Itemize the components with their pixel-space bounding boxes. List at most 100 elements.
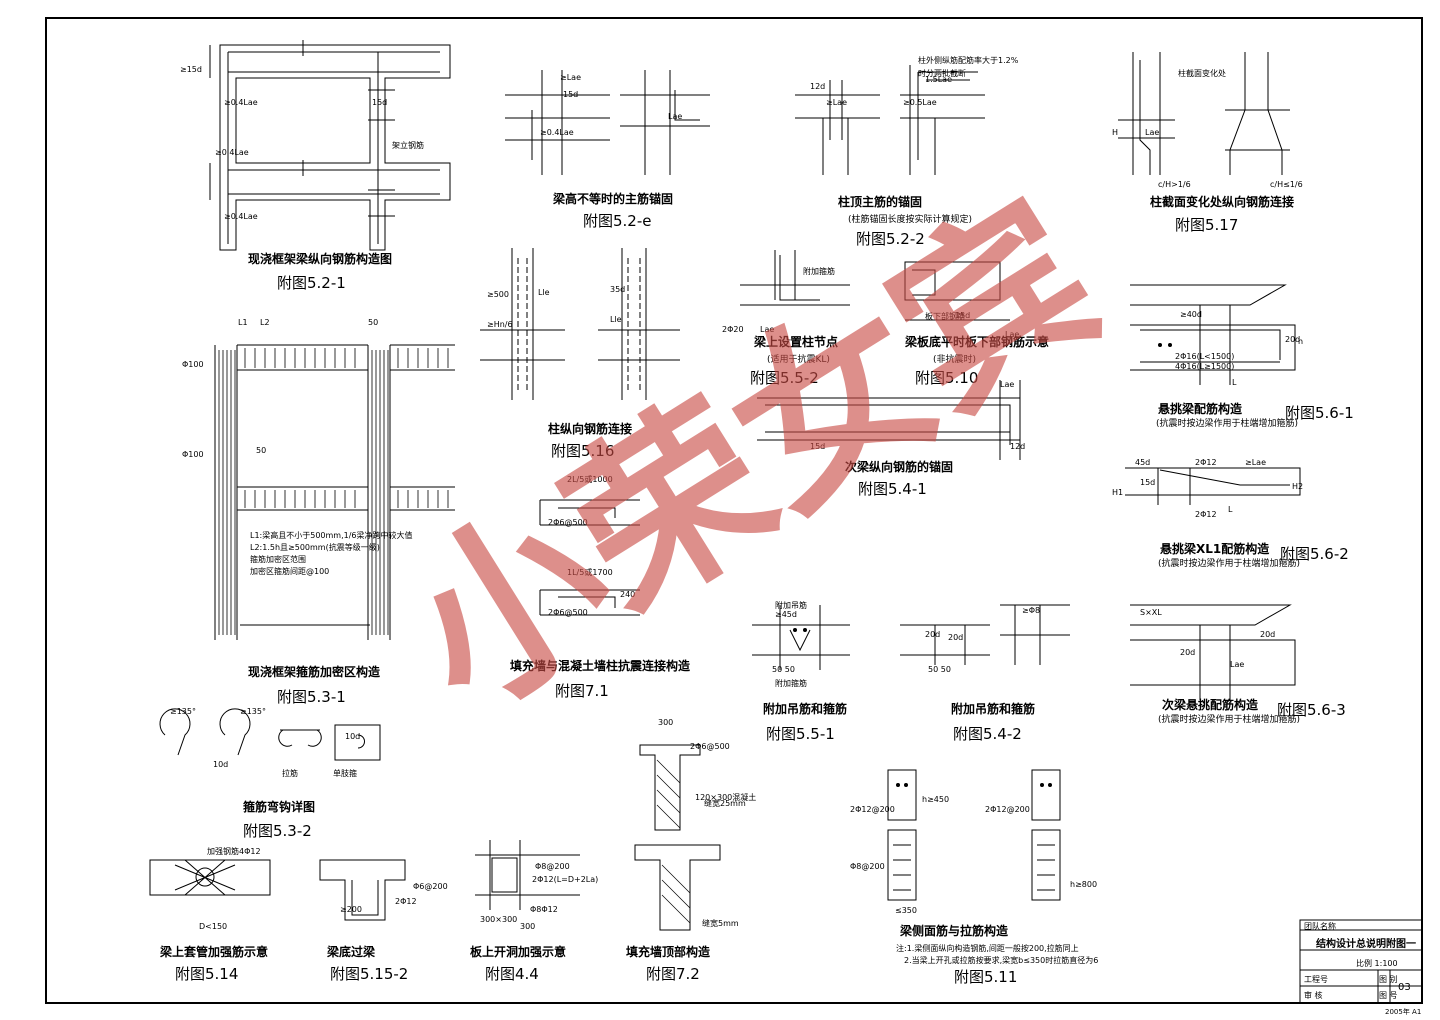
dimension-label: 15d: [955, 311, 971, 320]
figure-caption: 板上开洞加强示意: [470, 945, 567, 959]
figure-subcaption: (柱筋锚固长度按实际计算规定): [848, 215, 973, 225]
dimension-label: 加强钢筋4Φ12: [207, 847, 261, 856]
figure-label: 附图5.4-1: [858, 480, 927, 498]
dimension-label: 12d: [810, 82, 826, 91]
figure-5-6-1-drawing: [1130, 284, 1296, 385]
dimension-label: ≥0.4Lae: [224, 212, 258, 221]
dimension-label: L: [1232, 378, 1237, 387]
wall-hatching: [656, 759, 691, 924]
dimension-label: 2L/5或1000: [567, 475, 613, 484]
dimension-label: 附加箍筋: [803, 267, 835, 276]
dimension-label: 15d: [810, 442, 826, 451]
dimension-label: 20d: [1285, 335, 1301, 344]
dimension-label: L2: [260, 318, 270, 327]
dimension-label: H1: [1112, 488, 1124, 497]
dimension-label: 50: [368, 318, 379, 327]
figure-5-5-1-drawing: [752, 605, 850, 670]
dimension-label: 2Φ12@200: [850, 805, 895, 814]
figure-caption: 次梁悬挑配筋构造: [1162, 698, 1259, 712]
dimension-label: 2Φ12: [1195, 458, 1217, 467]
dimension-label: ≥200: [340, 905, 362, 914]
figure-caption: 次梁纵向钢筋的锚固: [845, 460, 954, 474]
dimension-label: 架立钢筋: [392, 141, 424, 150]
dimension-label: 10d: [345, 732, 361, 741]
dimension-label: Φ8@200: [850, 862, 885, 871]
dimension-label: 12d: [1010, 442, 1026, 451]
figure-7-1-drawing: [539, 499, 640, 616]
dimension-label: 2Φ6@500: [548, 518, 588, 527]
sheet-border: [45, 17, 1423, 1004]
figure-4-4-drawing: [475, 840, 580, 910]
dimension-label: 20d: [1260, 630, 1276, 639]
dimension-label: 2Φ12(L=D+2Lа): [532, 875, 599, 884]
figure-5-2-1-drawing: [209, 40, 451, 251]
dimension-label: 2Φ6@500: [548, 608, 588, 617]
dimension-label: ≥15d: [180, 65, 202, 74]
figure-caption: 梁上设置柱节点: [754, 335, 839, 349]
dimension-label: ≤350: [895, 906, 917, 915]
figure-5-3-1-drawing: [214, 344, 455, 640]
dimension-label: 附加吊筋: [775, 601, 807, 610]
dimension-label: ≥135°: [240, 707, 266, 716]
note-5-11-line-2: 2.当梁上开孔或拉筋按要求,梁宽b≤350时拉筋直径为6: [904, 956, 1099, 965]
dimension-label: 120×300混凝土: [695, 793, 757, 802]
figure-label: 附图5.2-2: [856, 230, 925, 248]
dimension-label: L2:1.5h且≥500mm(抗震等级一级): [250, 543, 380, 552]
figure-caption: 梁侧面筋与拉筋构造: [900, 924, 1009, 938]
figure-caption: 梁上套管加强筋示意: [160, 945, 269, 959]
figure-caption: 柱纵向钢筋连接: [548, 422, 633, 436]
figure-caption: 梁板底平时板下部钢筋示意: [905, 335, 1050, 349]
figure-caption: 梁底过梁: [327, 945, 376, 959]
dimension-label: h: [1298, 337, 1304, 346]
figure-5-4-2-drawing: [900, 604, 1070, 665]
dimension-label: 缝宽5mm: [702, 919, 739, 928]
figure-label: 附图7.1: [555, 682, 609, 700]
figure-label: 附图5.3-2: [243, 822, 312, 840]
dimension-label: Lae: [1145, 128, 1160, 137]
figure-label: 附图5.4-2: [953, 725, 1022, 743]
dimension-label: 时分两批截断: [918, 69, 966, 78]
figure-5-11-drawing: [887, 769, 1061, 901]
dimension-label: H2: [1292, 482, 1304, 491]
figure-label: 附图5.3-1: [277, 688, 346, 706]
figure-label: 附图5.2-e: [583, 212, 652, 230]
figure-label: 附图5.5-1: [766, 725, 835, 743]
dimension-label: h≥800: [1070, 880, 1098, 889]
title-block-lines: [1299, 919, 1423, 1004]
dimension-label: c/H>1/6: [1158, 180, 1191, 189]
figure-label: 附图7.2: [646, 965, 700, 983]
figure-caption: 填充墙与混凝土墙柱抗震连接构造: [510, 659, 691, 673]
dimension-label: 300: [520, 922, 536, 931]
figure-5-16-drawing: [480, 248, 680, 400]
figure-caption: 附加吊筋和箍筋: [763, 702, 848, 716]
dimension-label: h≥450: [922, 795, 950, 804]
dimension-label: ≥Lae: [826, 98, 847, 107]
figure-label: 附图5.14: [175, 965, 239, 983]
figure-label: 附图4.4: [485, 965, 539, 983]
dimension-label: 50: [256, 446, 267, 455]
dimension-label: D<150: [199, 922, 228, 931]
figure-5-6-2-drawing: [1125, 467, 1301, 505]
dimension-label: 300×300: [480, 915, 518, 924]
figure-caption: 柱顶主筋的锚固: [838, 195, 923, 209]
dimension-label: ≥Hn/6: [487, 320, 513, 329]
stirrup-hatching: [218, 348, 449, 635]
dimension-label: 柱外侧纵筋配筋率大于1.2%: [918, 56, 1019, 65]
figure-label: 附图5.6-1: [1285, 404, 1354, 422]
dimension-label: 50 50: [772, 665, 795, 674]
figure-5-2-2-drawing: [795, 65, 985, 175]
figure-label: 附图5.2-1: [277, 274, 346, 292]
figure-5-17-drawing: [1118, 52, 1290, 175]
figure-5-14-drawing: [149, 859, 271, 896]
dimension-label: 2Φ12@200: [985, 805, 1030, 814]
title-block-drawing-title: 结构设计总说明附图一: [1316, 939, 1416, 950]
dimension-label: L1: [238, 318, 248, 327]
figure-label: 附图5.11: [954, 968, 1018, 986]
figure-label: 附图5.6-3: [1277, 701, 1346, 719]
title-block-company: 团队名称: [1304, 922, 1336, 931]
dimension-label: 2Φ6@500: [690, 742, 730, 751]
figure-caption: 悬挑梁配筋构造: [1158, 402, 1243, 416]
dimension-label: 拉筋: [282, 769, 298, 778]
dimension-label: Lae: [760, 325, 775, 334]
figure-caption: 现浇框架箍筋加密区构造: [248, 665, 381, 679]
